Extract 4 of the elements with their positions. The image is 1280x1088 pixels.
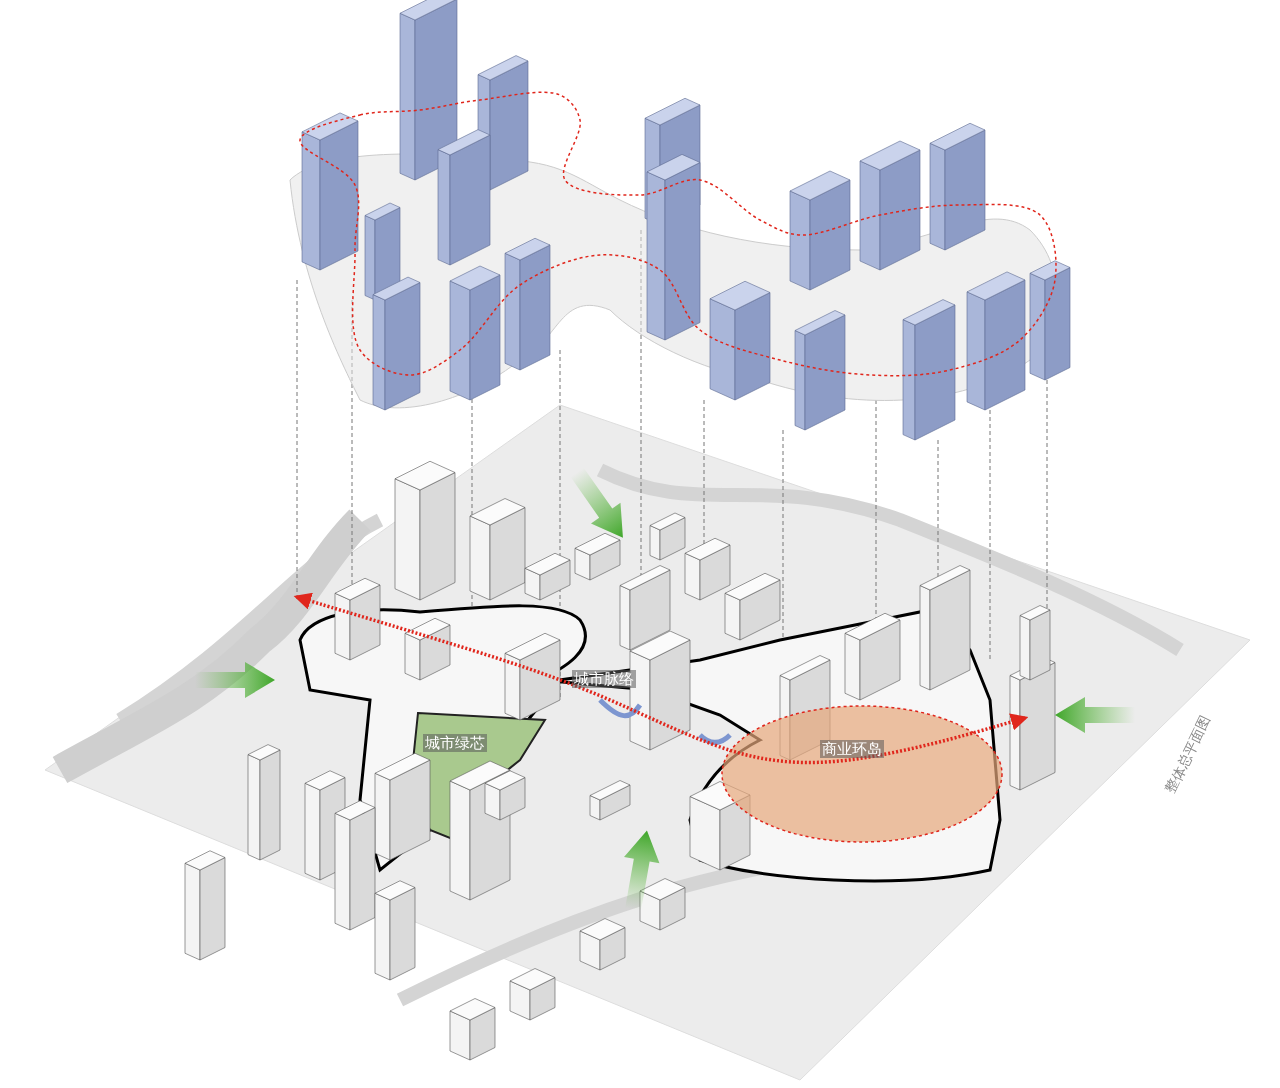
area-label: 商业环岛 bbox=[820, 740, 884, 758]
drawing-title: 整体总平面图 bbox=[1160, 712, 1214, 798]
area-label: 城市脉络 bbox=[572, 670, 636, 688]
area-label: 城市绿芯 bbox=[423, 734, 487, 752]
